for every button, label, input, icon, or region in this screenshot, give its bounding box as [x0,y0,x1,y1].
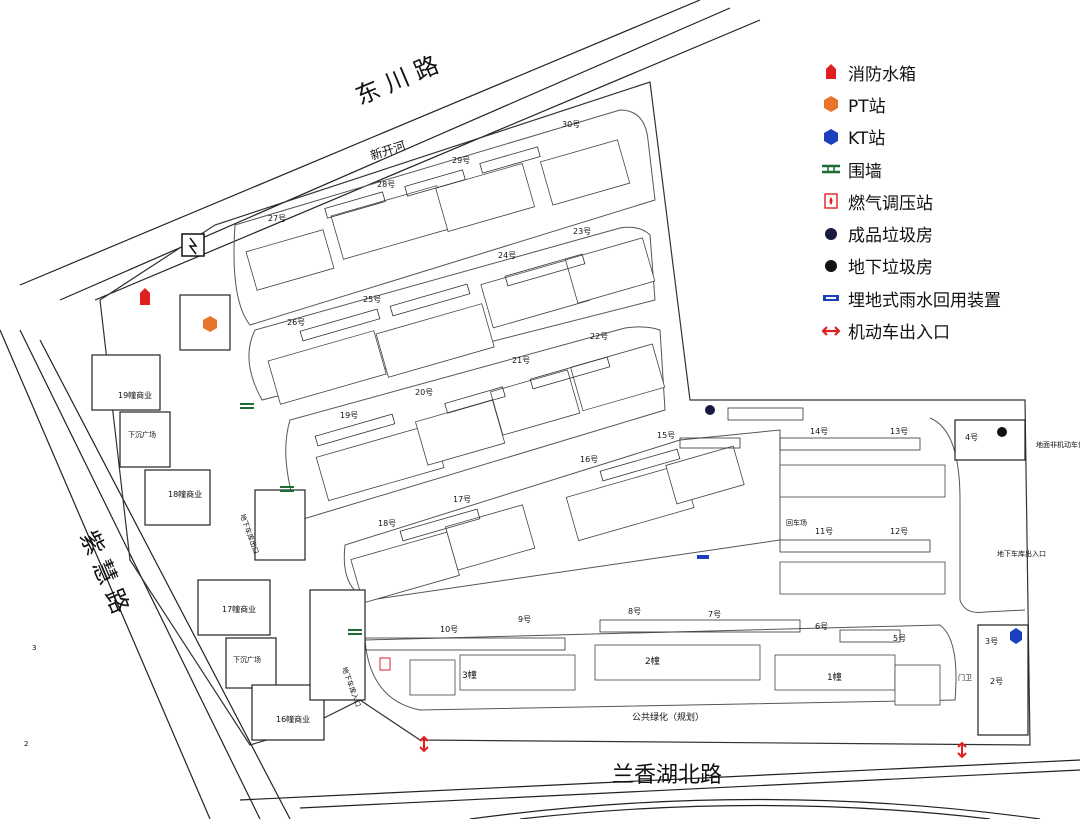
label-c16: 16幢商业 [276,714,310,724]
label-3: 3号 [985,637,998,646]
legend-label: PT站 [848,96,886,117]
residential-buildings [245,139,946,706]
left-plot-2-label: 2 [24,740,28,748]
label-k3: 3幢 [462,669,477,681]
wall-icon [820,159,842,179]
gas-station-marker-icon [379,657,391,671]
underground-entry-right-label: 地下车库出入口 [997,549,1046,558]
bike-parking-label: 地面非机动车停车位 [1036,440,1080,449]
finished-garbage-icon [820,224,842,244]
legend-item-wall: 围墙 [820,153,1070,185]
gas-station-icon [820,191,842,211]
label-30: 30号 [562,120,580,129]
vehicle-entrance-marker-right-icon [957,741,967,759]
map-markers [140,233,1022,759]
label-10: 10号 [440,625,458,634]
label-18: 18号 [378,519,396,528]
kt-station-marker-icon [1010,628,1022,644]
label-11: 11号 [815,527,833,536]
label-14: 14号 [810,427,828,436]
legend-label: 围墙 [848,161,882,182]
sunken-plaza-1-label: 下沉广场 [128,430,156,439]
road-label-left: 紫 慧 路 [74,526,134,617]
legend-label: 埋地式雨水回用装置 [848,290,1001,311]
label-8: 8号 [628,607,641,616]
label-7: 7号 [708,610,721,619]
rainwater-device-icon [820,288,842,308]
legend-item-gas-station: 燃气调压站 [820,185,1070,217]
label-28: 28号 [377,180,395,189]
legend-item-vehicle-entrance: 机动车出入口 [820,314,1070,346]
label-c17: 17幢商业 [222,604,256,614]
sunken-plaza-2-label: 下沉广场 [233,655,261,664]
gate-label: 门卫 [958,673,972,682]
label-22: 22号 [590,332,608,341]
label-17: 17号 [453,495,471,504]
label-24: 24号 [498,251,516,260]
legend-label: KT站 [848,129,886,150]
rainwater-device-marker-icon [697,555,709,559]
label-9: 9号 [518,615,531,624]
label-4: 4号 [965,433,978,442]
label-27: 27号 [268,214,286,223]
fire-water-tank-marker-icon [140,288,150,305]
underground-garbage-icon [820,256,842,276]
label-13: 13号 [890,427,908,436]
turnaround-label: 回车场 [786,518,807,527]
label-26: 26号 [287,318,305,327]
power-station-icon [181,233,205,257]
label-23: 23号 [573,227,591,236]
label-20: 20号 [415,388,433,397]
legend-item-finished-garbage: 成品垃圾房 [820,217,1070,249]
finished-garbage-marker-icon [705,405,715,415]
label-6: 6号 [815,622,828,631]
kt-station-icon [820,127,842,147]
underground-garbage-marker-icon [997,427,1007,437]
legend-item-underground-garbage: 地下垃圾房 [820,250,1070,282]
pt-station-icon [820,94,842,114]
label-k1: 1幢 [827,671,842,683]
site-boundary [99,81,1031,746]
road-label-top: 东 川 路 [351,51,442,111]
legend-label: 成品垃圾房 [848,226,933,247]
legend-item-kt-station: KT站 [820,121,1070,153]
label-19: 19号 [340,411,358,420]
river-label: 新开河 [368,137,407,162]
label-29: 29号 [452,156,470,165]
label-16: 16号 [580,455,598,464]
pt-station-marker-icon [203,316,217,332]
fire-water-tank-icon [820,62,842,82]
label-c18: 18幢商业 [168,489,202,499]
commercial-labels: 19幢商业 18幢商业 17幢商业 16幢商业 [118,390,310,724]
label-5: 5号 [893,634,906,643]
legend-item-fire-water-tank: 消防水箱 [820,56,1070,88]
vehicle-entrance-icon [820,321,842,341]
building-labels: 27号 28号 29号 30号 26号 25号 24号 23号 19号 20号 … [268,120,1003,686]
legend-label: 地下垃圾房 [848,258,933,279]
legend-label: 机动车出入口 [848,323,950,344]
block-labels: 3幢 2幢 1幢 [462,655,842,683]
map-legend: 消防水箱 PT站 KT站 围墙 燃气调压站 成品垃圾房 地下垃圾房 [820,56,1070,347]
left-plot-3-label: 3 [32,644,36,652]
legend-label: 燃气调压站 [848,193,933,214]
label-k2: 2幢 [645,655,660,667]
lightning-icon [188,237,198,255]
legend-label: 消防水箱 [848,64,916,85]
label-c19: 19幢商业 [118,390,152,400]
road-label-bottom: 兰香湖北路 [612,763,722,788]
vehicle-entrance-marker-left-icon [419,735,429,753]
commercial-buildings [91,294,1029,741]
label-15: 15号 [657,431,675,440]
wall-markers [240,403,362,635]
label-25: 25号 [363,295,381,304]
legend-item-rainwater-device: 埋地式雨水回用装置 [820,282,1070,314]
label-2: 2号 [990,677,1003,686]
greenbelt-label: 公共绿化（规划） [632,711,704,723]
legend-item-pt-station: PT站 [820,88,1070,120]
label-21: 21号 [512,356,530,365]
label-12: 12号 [890,527,908,536]
